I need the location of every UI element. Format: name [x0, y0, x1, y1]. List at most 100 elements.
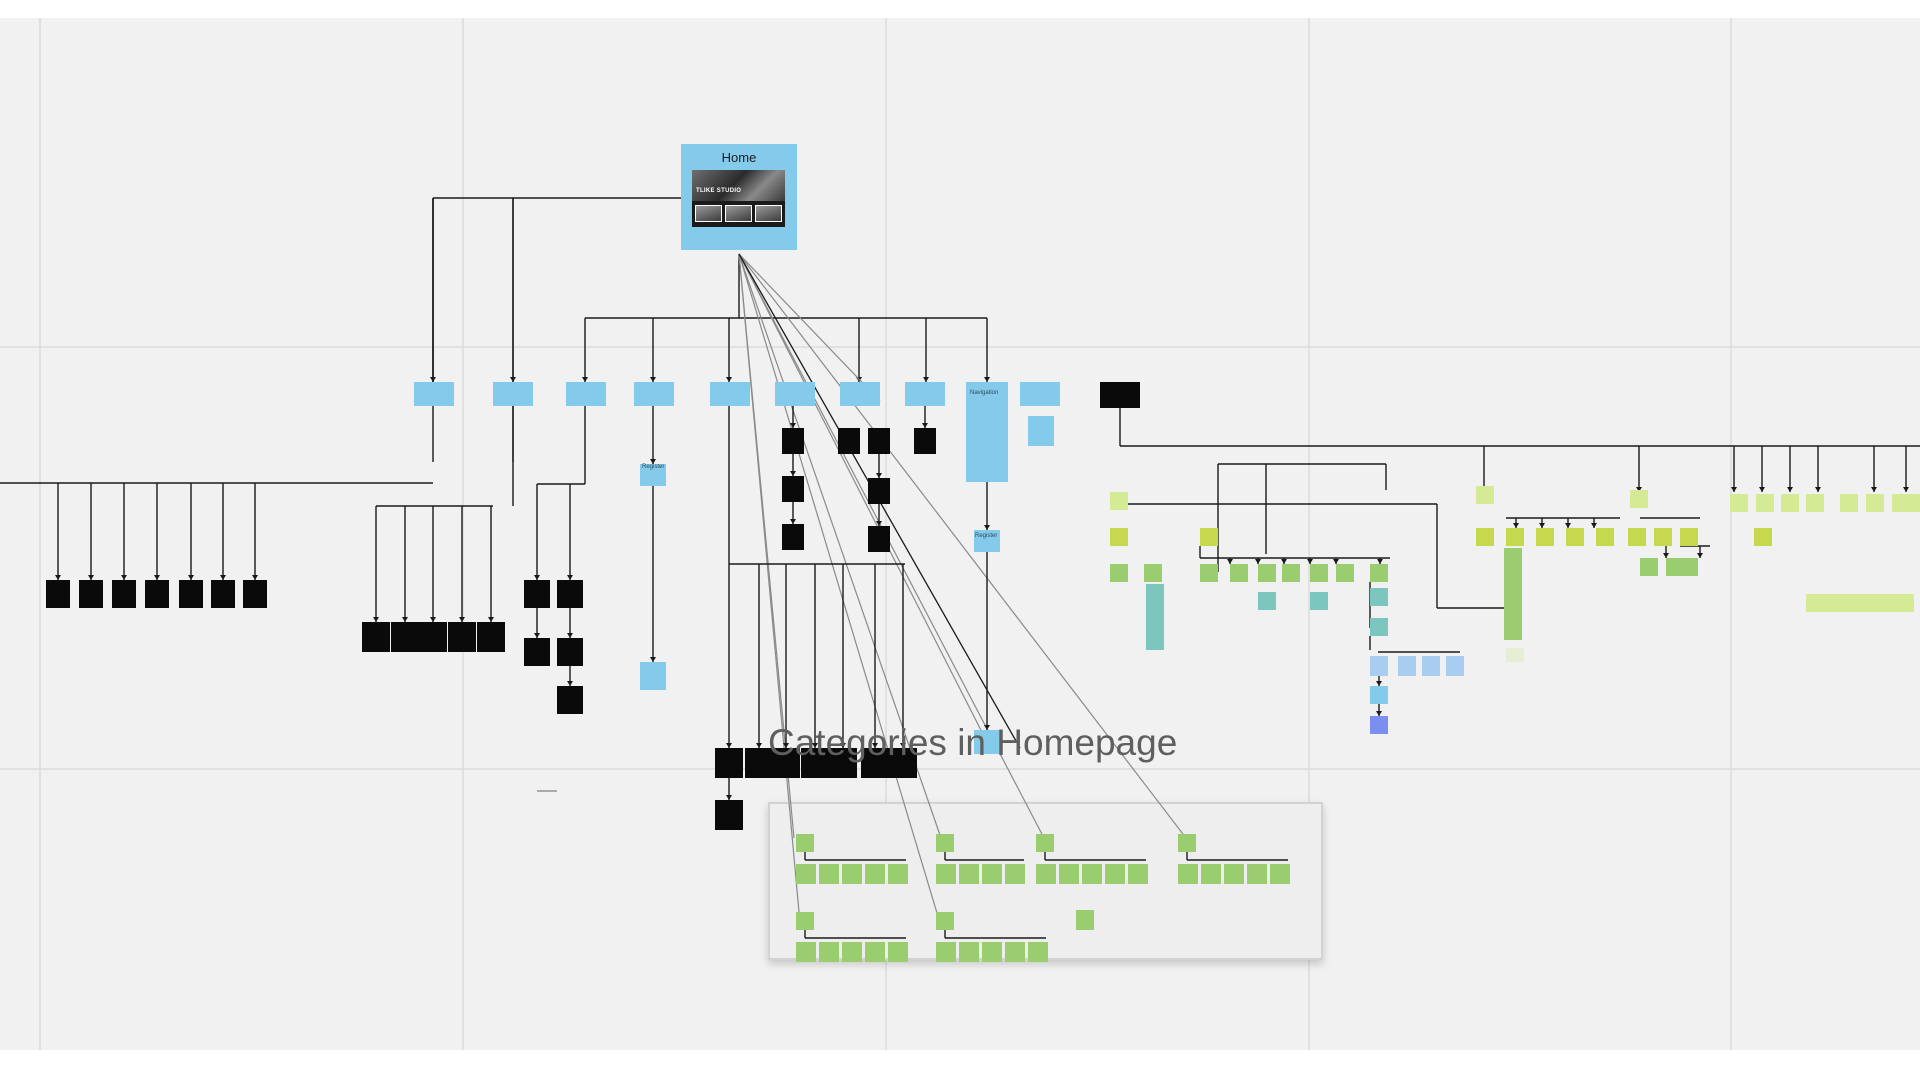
page-node-4[interactable]: [710, 382, 750, 406]
teal-node-d[interactable]: [1370, 618, 1388, 636]
olive-node-2[interactable]: [1476, 528, 1494, 546]
home-page-card[interactable]: Home TLIKE STUDIO: [681, 144, 797, 250]
page-node-2[interactable]: [566, 382, 606, 406]
page-node-1[interactable]: [493, 382, 533, 406]
black-node-right-header[interactable]: [1100, 382, 1140, 408]
category-e-item-2[interactable]: [842, 942, 862, 962]
green-node-0[interactable]: [1110, 564, 1128, 582]
category-e-head[interactable]: [796, 912, 814, 930]
green-node-2[interactable]: [1200, 564, 1218, 582]
black-node-left-1[interactable]: [79, 580, 103, 608]
page-node-register[interactable]: [640, 464, 666, 486]
category-d-item-3[interactable]: [1247, 864, 1267, 884]
page-node-register-child[interactable]: [640, 662, 666, 690]
category-d-item-4[interactable]: [1270, 864, 1290, 884]
black-node-row-4[interactable]: [829, 748, 857, 778]
black-node-b[interactable]: [557, 580, 583, 608]
olive-node-0[interactable]: [1110, 528, 1128, 546]
lime-node-4[interactable]: [1756, 494, 1774, 512]
category-f-item-4[interactable]: [1028, 942, 1048, 962]
green-node-11[interactable]: [1680, 558, 1698, 576]
black-node-d[interactable]: [557, 638, 583, 666]
lime-node-2[interactable]: [1630, 490, 1648, 508]
black-node-row-1[interactable]: [745, 748, 773, 778]
green-node-10[interactable]: [1666, 558, 1684, 576]
black-node-row-6[interactable]: [889, 748, 917, 778]
lime-node-1[interactable]: [1476, 486, 1494, 504]
category-f-item-2[interactable]: [982, 942, 1002, 962]
black-node-group-4[interactable]: [477, 622, 505, 652]
olive-node-8[interactable]: [1654, 528, 1672, 546]
olive-node-7[interactable]: [1628, 528, 1646, 546]
category-f-item-0[interactable]: [936, 942, 956, 962]
lightblue-node-3[interactable]: [1446, 656, 1464, 676]
category-c-item-2[interactable]: [1082, 864, 1102, 884]
page-node-navigation[interactable]: [966, 382, 1008, 482]
black-node-d1[interactable]: [838, 428, 860, 454]
black-node-row-child[interactable]: [715, 800, 743, 830]
black-node-row-5[interactable]: [861, 748, 889, 778]
page-node-0[interactable]: [414, 382, 454, 406]
green-node-8[interactable]: [1370, 564, 1388, 582]
category-d-item-1[interactable]: [1201, 864, 1221, 884]
category-c-head[interactable]: [1036, 834, 1054, 852]
olive-node-5[interactable]: [1566, 528, 1584, 546]
black-node-group-0[interactable]: [362, 622, 390, 652]
black-node-left-2[interactable]: [112, 580, 136, 608]
black-node-d3[interactable]: [868, 478, 890, 504]
black-node-left-4[interactable]: [179, 580, 203, 608]
olive-node-10[interactable]: [1754, 528, 1772, 546]
category-a-item-4[interactable]: [888, 864, 908, 884]
category-c-item-1[interactable]: [1059, 864, 1079, 884]
lime-node-wide[interactable]: [1806, 594, 1914, 612]
black-node-left-3[interactable]: [145, 580, 169, 608]
black-node-d2[interactable]: [868, 428, 890, 454]
black-node-d4[interactable]: [868, 526, 890, 552]
lime-node-3[interactable]: [1730, 494, 1748, 512]
olive-node-6[interactable]: [1596, 528, 1614, 546]
green-node-5[interactable]: [1282, 564, 1300, 582]
category-c-item-4[interactable]: [1128, 864, 1148, 884]
black-node-group-3[interactable]: [448, 622, 476, 652]
green-node-4[interactable]: [1258, 564, 1276, 582]
category-f-head[interactable]: [936, 912, 954, 930]
lightblue-node-1[interactable]: [1398, 656, 1416, 676]
category-b-head[interactable]: [936, 834, 954, 852]
category-e-item-3[interactable]: [865, 942, 885, 962]
black-node-e1[interactable]: [914, 428, 936, 454]
green-node-6[interactable]: [1310, 564, 1328, 582]
lime-node-9[interactable]: [1892, 494, 1910, 512]
lime-node-6[interactable]: [1806, 494, 1824, 512]
teal-node-c[interactable]: [1370, 588, 1388, 606]
black-node-group-1[interactable]: [391, 622, 419, 652]
black-node-row-3[interactable]: [801, 748, 829, 778]
black-node-group-2[interactable]: [419, 622, 447, 652]
teal-node-b[interactable]: [1310, 592, 1328, 610]
olive-node-9[interactable]: [1680, 528, 1698, 546]
category-a-item-1[interactable]: [819, 864, 839, 884]
black-node-e[interactable]: [557, 686, 583, 714]
category-f-item-3[interactable]: [1005, 942, 1025, 962]
black-node-a[interactable]: [524, 580, 550, 608]
periwinkle-node[interactable]: [1370, 716, 1388, 734]
black-node-c[interactable]: [524, 638, 550, 666]
category-f-item-1[interactable]: [959, 942, 979, 962]
category-b-item-0[interactable]: [936, 864, 956, 884]
green-node-7[interactable]: [1336, 564, 1354, 582]
black-node-row-2[interactable]: [772, 748, 800, 778]
category-e-item-0[interactable]: [796, 942, 816, 962]
page-node-5[interactable]: [775, 382, 815, 406]
category-d-item-0[interactable]: [1178, 864, 1198, 884]
green-node-column[interactable]: [1504, 548, 1522, 640]
page-node-sub[interactable]: [1028, 416, 1054, 446]
green-node-1[interactable]: [1144, 564, 1162, 582]
lime-node-10[interactable]: [1908, 494, 1920, 512]
category-b-item-2[interactable]: [982, 864, 1002, 884]
black-node-left-6[interactable]: [243, 580, 267, 608]
black-node-c2[interactable]: [782, 476, 804, 502]
black-node-left-0[interactable]: [46, 580, 70, 608]
olive-node-1[interactable]: [1200, 528, 1218, 546]
olive-node-4[interactable]: [1536, 528, 1554, 546]
page-node-3[interactable]: [634, 382, 674, 406]
category-d-item-2[interactable]: [1224, 864, 1244, 884]
